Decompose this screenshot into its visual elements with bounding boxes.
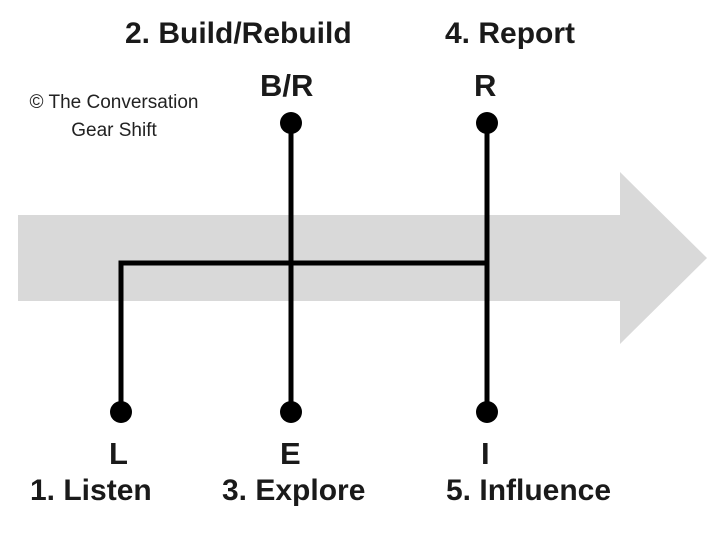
gear-dot-e (280, 401, 302, 423)
gear-letter-i: I (481, 436, 490, 471)
copyright-line-2: Gear Shift (71, 120, 157, 141)
shift-gate (118, 120, 490, 416)
gear-dot-b-r (280, 112, 302, 134)
gear-dot-r (476, 112, 498, 134)
stage-1-label: 1. Listen (30, 474, 152, 507)
gear-letter-b-r: B/R (260, 68, 314, 103)
stage-4-label: 4. Report (445, 17, 576, 50)
stage-5-label: 5. Influence (446, 474, 612, 507)
stage-3-label: 3. Explore (222, 474, 366, 507)
progress-arrow (18, 172, 707, 344)
gear-dot-i (476, 401, 498, 423)
gear-letter-l: L (109, 436, 128, 471)
gear-letter-r: R (474, 68, 497, 103)
gear-dot-l (110, 401, 132, 423)
copyright-note: © The Conversation Gear Shift (14, 89, 214, 145)
copyright-line-1: © The Conversation (29, 92, 199, 113)
gear-letter-e: E (280, 436, 301, 471)
stage-2-label: 2. Build/Rebuild (125, 17, 352, 50)
